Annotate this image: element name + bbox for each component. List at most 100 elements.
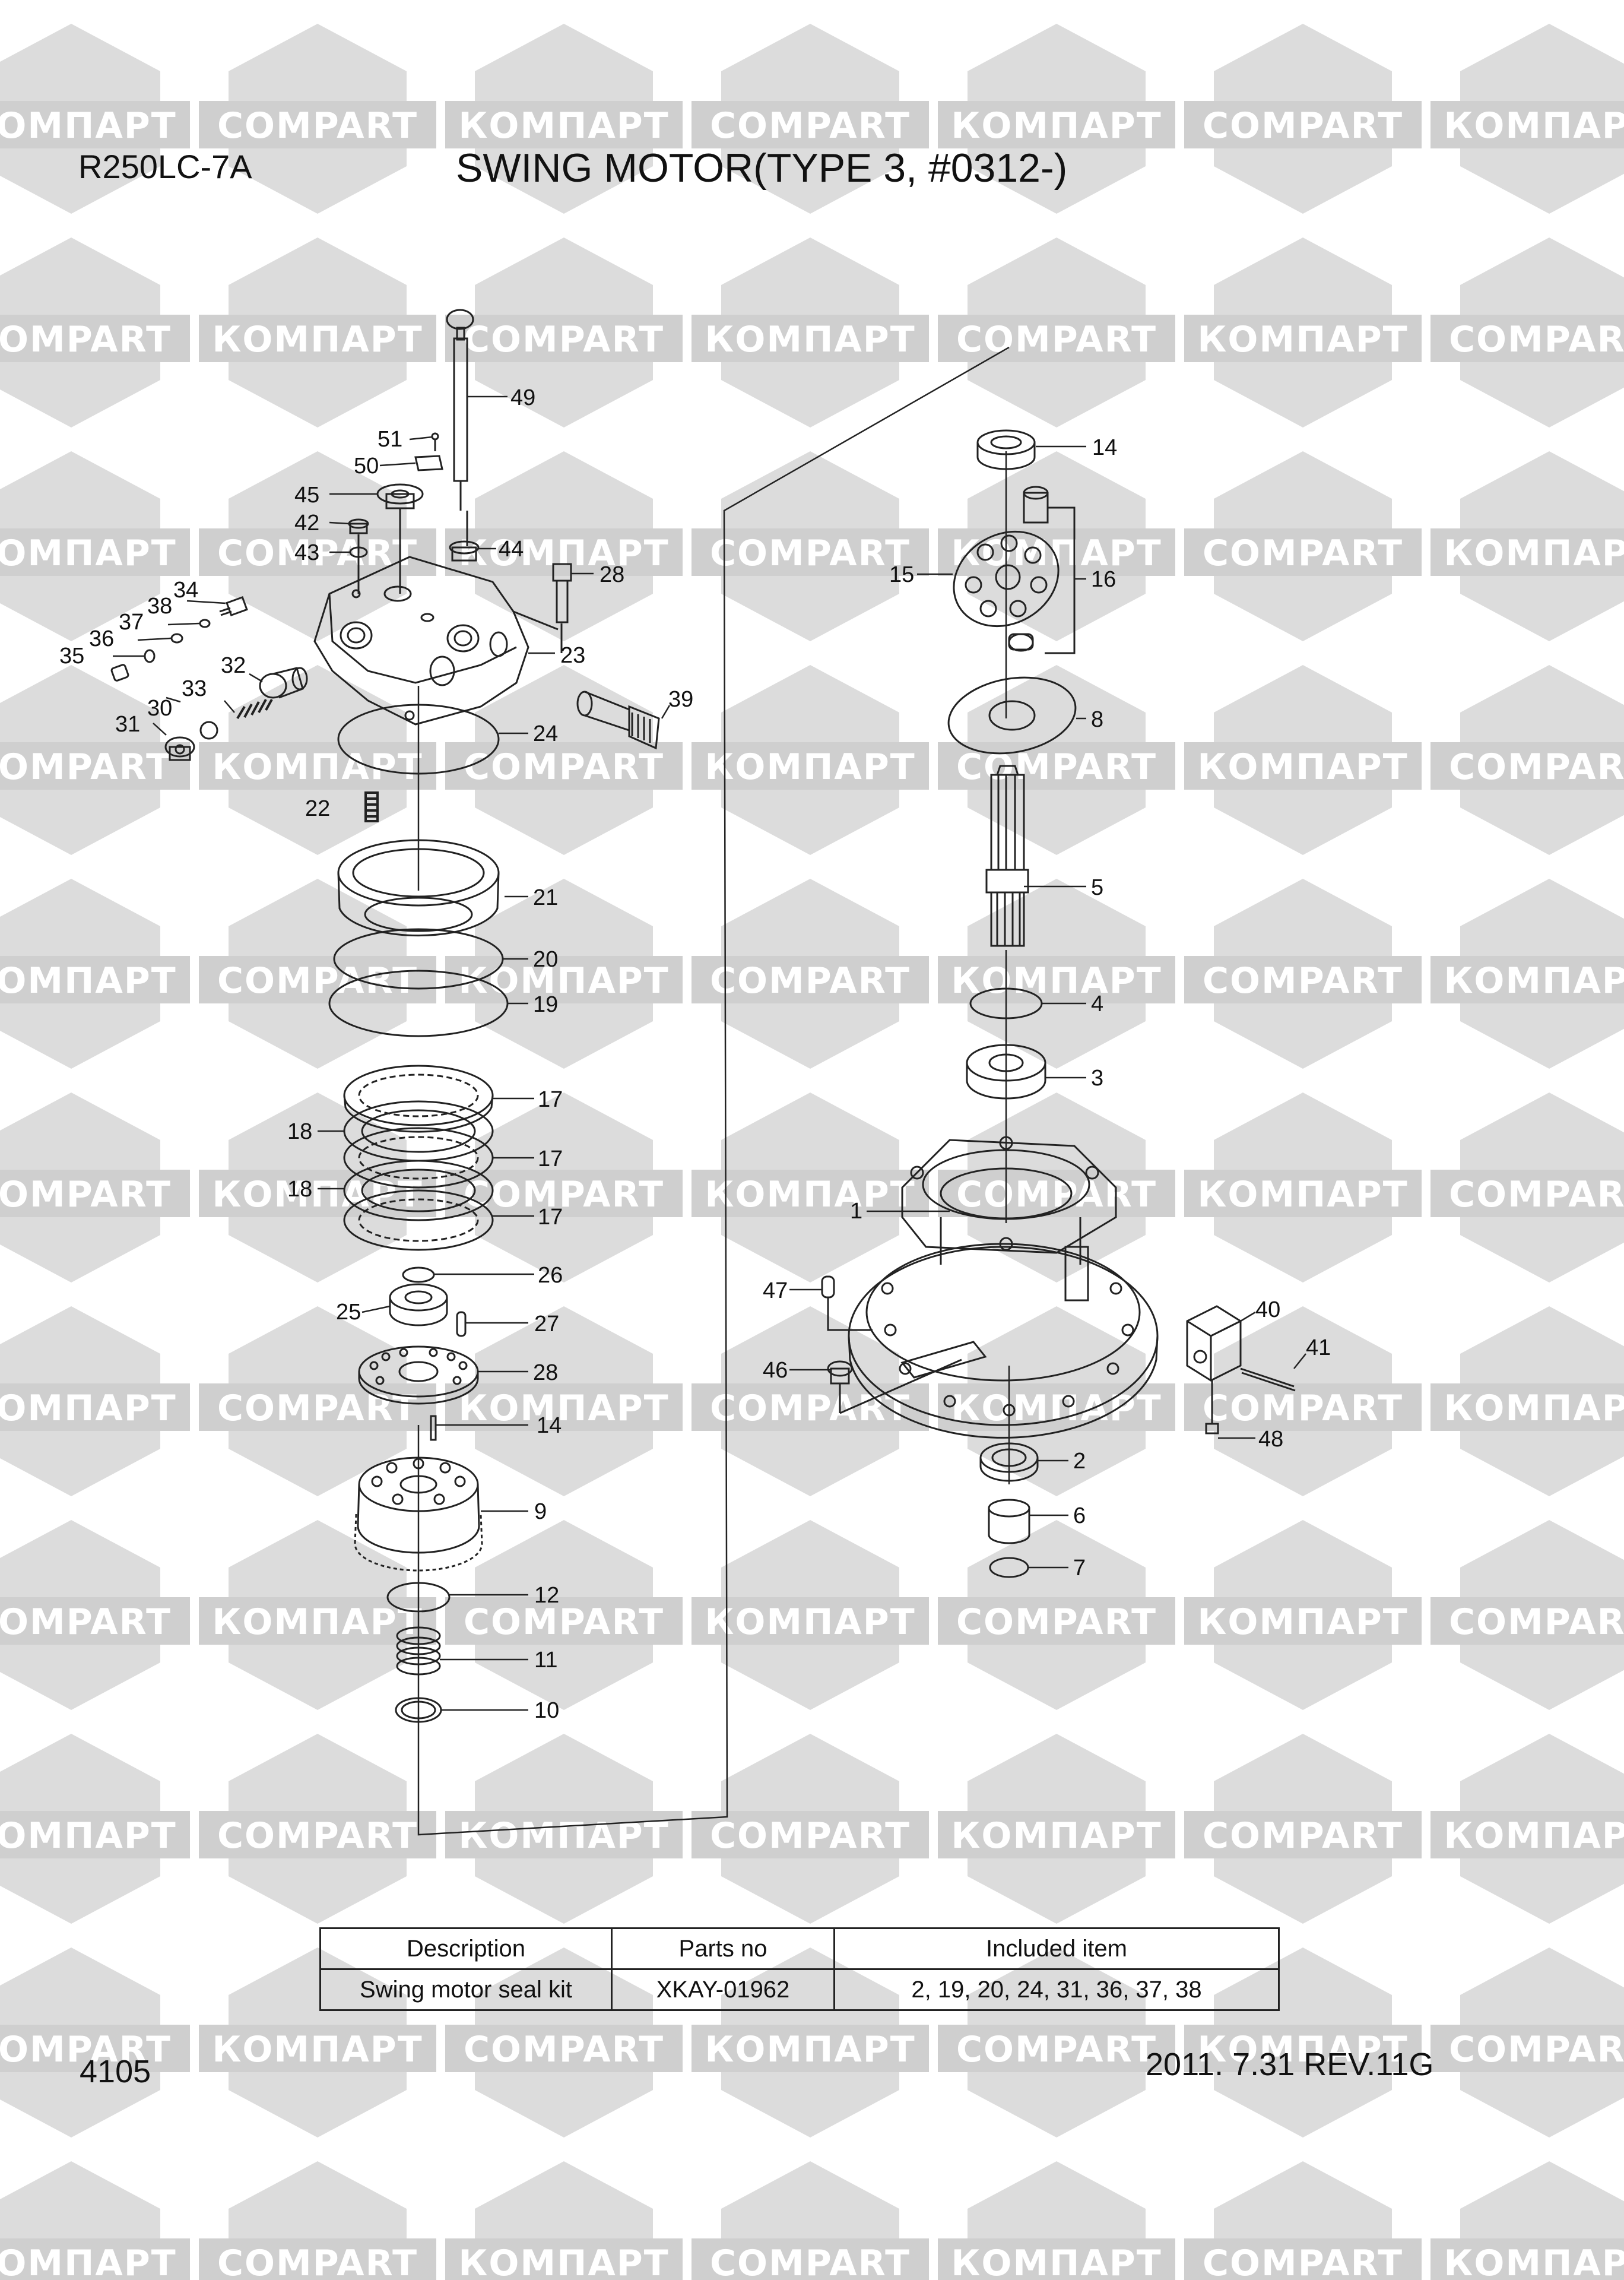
watermark-text: COMPART — [710, 1388, 911, 1429]
watermark-band — [1430, 742, 1624, 790]
watermark-text: КОМПАРТ — [458, 105, 669, 147]
watermark-text: КОМПАРТ — [0, 1815, 177, 1857]
callout-51: 51 — [378, 427, 402, 452]
part-25-bearing — [389, 1283, 448, 1326]
watermark-text: КОМПАРТ — [1197, 1174, 1408, 1215]
part-15-retainer-plate — [953, 530, 1060, 628]
part-17-friction-plate-bottom — [343, 1189, 494, 1251]
watermark-text: КОМПАРТ — [1444, 533, 1624, 574]
watermark-band — [199, 1811, 436, 1858]
watermark-band — [199, 2238, 436, 2280]
callout-39: 39 — [668, 687, 693, 712]
callout-15: 15 — [889, 562, 914, 587]
watermark-text: COMPART — [1203, 2243, 1403, 2280]
watermark-text: COMPART — [464, 1601, 664, 1643]
callout-49: 49 — [510, 385, 535, 410]
watermark-text: COMPART — [1203, 533, 1403, 574]
table-row: Swing motor seal kit XKAY-01962 2, 19, 2… — [319, 1968, 1280, 2011]
watermark-band — [1184, 2025, 1422, 2072]
callout-50: 50 — [354, 454, 379, 479]
part-14-bearing — [976, 429, 1036, 470]
callout-9: 9 — [534, 1499, 547, 1524]
watermark-text: COMPART — [0, 746, 172, 788]
watermark-band — [445, 1383, 683, 1431]
part-40-block — [1186, 1305, 1242, 1382]
callout-45: 45 — [294, 483, 319, 508]
part-21-brake-piston — [337, 839, 500, 937]
watermark-text: КОМПАРТ — [1444, 2243, 1624, 2280]
watermark-text: COMPART — [710, 960, 911, 1002]
part-24-oring — [337, 704, 500, 775]
callout-43: 43 — [294, 540, 319, 565]
watermark-text: КОМПАРТ — [705, 2029, 915, 2070]
callout-17-c: 17 — [538, 1205, 563, 1230]
callout-30: 31 — [115, 712, 140, 737]
part-36-oring — [144, 649, 156, 663]
watermark-band — [692, 956, 929, 1003]
part-32-plunger — [259, 667, 308, 699]
part-19-oring — [328, 970, 509, 1037]
watermark-band — [0, 956, 190, 1003]
callout-40: 40 — [1255, 1297, 1280, 1322]
part-13-pin — [430, 1415, 437, 1441]
watermark-text: КОМПАРТ — [0, 105, 177, 147]
part-51-50-small-parts — [414, 432, 443, 471]
part-23-valve-casing — [313, 556, 559, 726]
watermark-band — [1184, 101, 1422, 148]
watermark-band — [1430, 2025, 1624, 2072]
watermark-text: КОМПАРТ — [0, 960, 177, 1002]
part-17-friction-plate-mid — [343, 1127, 494, 1189]
callout-24: 24 — [533, 721, 558, 746]
watermark-text: COMPART — [710, 1815, 911, 1857]
watermark-text: COMPART — [217, 533, 418, 574]
watermark-text: КОМПАРТ — [212, 2029, 423, 2070]
callout-17-a: 17 — [538, 1087, 563, 1112]
watermark-text: COMPART — [464, 746, 664, 788]
watermark-text: COMPART — [1449, 1174, 1624, 1215]
table-cell-included-item: 2, 19, 20, 24, 31, 36, 37, 38 — [833, 1968, 1280, 2011]
watermark-text: COMPART — [0, 1174, 172, 1215]
watermark-band — [938, 101, 1175, 148]
watermark-text: COMPART — [956, 1601, 1157, 1643]
watermark-text: КОМПАРТ — [458, 960, 669, 1002]
watermark-text: COMPART — [1449, 319, 1624, 360]
table-header-row: Description Parts no Included item — [319, 1927, 1280, 1970]
part-38-oring — [199, 619, 211, 628]
watermark-text: КОМПАРТ — [1197, 2029, 1408, 2070]
watermark-text: КОМПАРТ — [1197, 746, 1408, 788]
callout-47: 47 — [763, 1278, 788, 1303]
assembly-axis-lines — [417, 346, 1010, 1836]
part-17-friction-plate-top — [343, 1065, 494, 1133]
watermark-band — [692, 315, 929, 362]
watermark-text: COMPART — [1203, 1388, 1403, 1429]
watermark-band — [938, 1811, 1175, 1858]
watermark-text: КОМПАРТ — [212, 1601, 423, 1643]
watermark-text: КОМПАРТ — [951, 105, 1162, 147]
watermark-band — [692, 1597, 929, 1645]
watermark-band — [1184, 1597, 1422, 1645]
watermark-band — [445, 956, 683, 1003]
callout-labels: 49 51 50 45 42 43 44 28 34 38 37 36 35 2… — [59, 385, 1331, 1723]
callout-26: 26 — [538, 1263, 563, 1288]
part-45-plug — [376, 483, 424, 594]
watermark-band — [1430, 2238, 1624, 2280]
part-37-oring — [170, 633, 183, 644]
watermark-text: COMPART — [1449, 2029, 1624, 2070]
watermark-band — [0, 528, 190, 576]
watermark-band — [0, 2238, 190, 2280]
callout-21: 21 — [533, 885, 558, 910]
watermark-text: COMPART — [0, 2029, 172, 2070]
part-30-plug — [164, 736, 195, 761]
watermark-band — [199, 528, 436, 576]
watermark-band — [1430, 1811, 1624, 1858]
watermark-text: КОМПАРТ — [951, 960, 1162, 1002]
callout-44: 44 — [499, 537, 524, 562]
watermark-text: COMPART — [1449, 746, 1624, 788]
watermark-band — [1184, 2238, 1422, 2280]
callout-32: 32 — [221, 653, 246, 678]
part-46-plug — [827, 1358, 962, 1414]
watermark-text: КОМПАРТ — [705, 1174, 915, 1215]
callout-35: 35 — [59, 644, 84, 669]
watermark-text: КОМПАРТ — [0, 1388, 177, 1429]
